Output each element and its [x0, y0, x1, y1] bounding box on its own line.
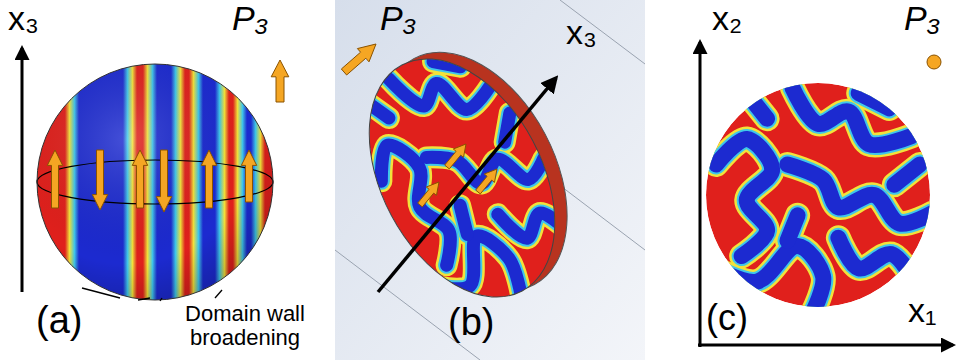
domain-stripe [389, 39, 494, 136]
domain-stripe [433, 51, 460, 77]
axis-label: x₂ [712, 0, 742, 37]
domain-stripe [787, 164, 932, 223]
polarization-label: P₃ [232, 0, 268, 37]
domain-stripe [454, 205, 474, 234]
disc-panel [698, 42, 953, 347]
polarization-dot [927, 55, 941, 69]
domain-stripe [793, 88, 912, 145]
domain-stripe [787, 215, 797, 240]
polarization-arrow [445, 144, 466, 169]
domain-stripe [859, 93, 890, 108]
render-background [335, 0, 645, 360]
sphere-shading [37, 64, 273, 300]
polarization-label: P₃ [380, 0, 416, 37]
domain-stripe [426, 109, 549, 217]
panel-label: (c) [706, 298, 748, 338]
polarization-arrow [418, 182, 439, 207]
domain-stripe [838, 238, 914, 282]
domain-stripe [454, 205, 474, 234]
domain-stripe [793, 88, 912, 145]
leader-line [215, 290, 222, 298]
domain-stripe [894, 164, 919, 184]
polarization-arrow [341, 44, 376, 75]
leader-line [138, 298, 150, 300]
sphere-panel [22, 48, 289, 301]
domain-stripe [498, 189, 570, 259]
domain-stripe [894, 164, 919, 184]
equator [37, 160, 273, 204]
face-outline [331, 27, 592, 328]
polarization-arrow [201, 150, 216, 208]
leader-line [82, 288, 120, 298]
domain-stripe [747, 93, 767, 118]
axis-arrow [698, 344, 953, 347]
axis-arrow [378, 78, 556, 292]
panel-label: (a) [36, 300, 82, 342]
domain-stripe [859, 93, 890, 108]
box-edge [560, 0, 645, 64]
domain-stripe [426, 109, 549, 217]
domain-stripe [716, 139, 772, 256]
polarization-arrow [47, 150, 62, 208]
sphere [37, 64, 273, 300]
polarization-label: P₃ [904, 0, 940, 37]
cylinder-panel [331, 21, 608, 334]
domain-stripe [787, 215, 797, 240]
polarization-arrow [132, 150, 147, 208]
polarization-arrow [476, 169, 497, 194]
domain-stripe [859, 93, 890, 108]
polarization-arrow [156, 150, 171, 212]
domain-stripe [838, 238, 914, 282]
axis-arrow [21, 48, 24, 292]
domain-stripe [747, 93, 767, 118]
domain-stripe [433, 51, 460, 77]
panel-label: (b) [448, 302, 494, 344]
domain-stripe [838, 238, 914, 282]
axis-arrow [699, 42, 702, 347]
domain-stripe [389, 39, 494, 136]
annotation: Domain wall broadening [160, 302, 330, 350]
domain-stripe [894, 164, 919, 184]
domain-stripe [426, 109, 549, 217]
axis-label: x₁ [908, 292, 936, 329]
domain-stripe [787, 215, 797, 240]
domain-stripe [716, 139, 772, 256]
axis-label: x₃ [8, 0, 39, 37]
domain-stripe [716, 139, 772, 256]
domain-stripe [747, 93, 767, 118]
domain-stripe [433, 51, 460, 77]
axis-label: x₃ [566, 14, 597, 51]
cylinder-face [331, 27, 596, 334]
polarization-arrow [271, 60, 289, 102]
domain-stripe [389, 39, 494, 136]
leader-line [160, 298, 162, 301]
domain-stripe [787, 164, 932, 223]
disc [706, 83, 932, 312]
polarization-arrow [92, 150, 107, 210]
polarization-arrow [241, 150, 256, 202]
domain-stripe [793, 88, 912, 145]
sphere-outline [37, 64, 273, 300]
